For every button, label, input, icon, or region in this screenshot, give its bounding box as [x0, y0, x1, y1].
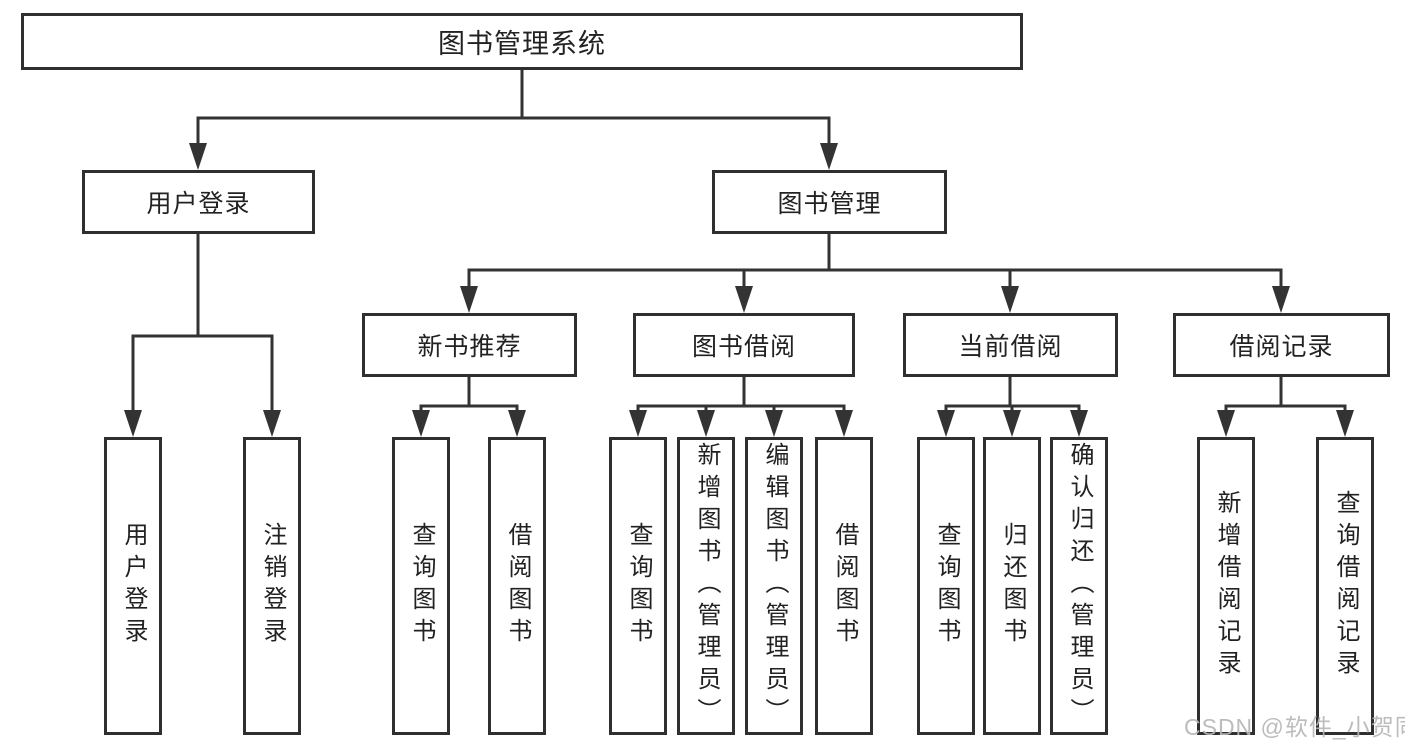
node-confirm-return-admin: 确认归还（管理员） — [1050, 437, 1108, 735]
node-library-management-system: 图书管理系统 — [21, 13, 1023, 70]
node-borrowing-query-books: 查询图书 — [609, 437, 667, 735]
watermark: CSDN @软件_小贺同学 — [1184, 714, 1405, 740]
node-rec-borrow-books: 借阅图书 — [488, 437, 546, 735]
node-current-borrowing: 当前借阅 — [903, 313, 1118, 377]
node-book-management: 图书管理 — [712, 170, 947, 234]
node-new-book-recommendation: 新书推荐 — [362, 313, 577, 377]
node-add-borrow-record: 新增借阅记录 — [1197, 437, 1255, 735]
node-borrowing-borrow-books: 借阅图书 — [815, 437, 873, 735]
node-return-books: 归还图书 — [983, 437, 1041, 735]
node-add-books-admin: 新增图书（管理员） — [677, 437, 735, 735]
node-logout-action: 注销登录 — [243, 437, 301, 735]
node-query-borrow-record: 查询借阅记录 — [1316, 437, 1374, 735]
node-borrowing-records: 借阅记录 — [1173, 313, 1390, 377]
node-user-login: 用户登录 — [82, 170, 315, 234]
node-book-borrowing: 图书借阅 — [633, 313, 855, 377]
node-current-query-books: 查询图书 — [917, 437, 975, 735]
node-user-login-action: 用户登录 — [104, 437, 162, 735]
node-rec-query-books: 查询图书 — [392, 437, 450, 735]
node-edit-books-admin: 编辑图书（管理员） — [745, 437, 803, 735]
